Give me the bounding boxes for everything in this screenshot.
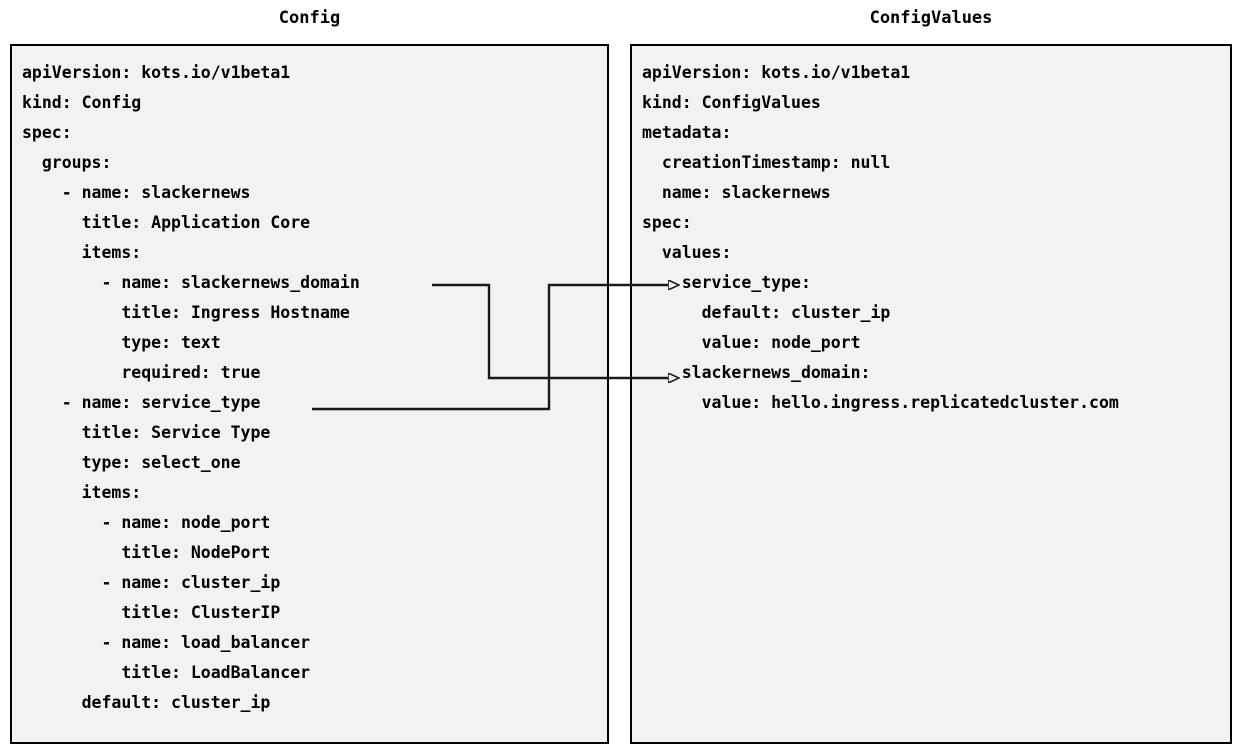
config-yaml-panel: apiVersion: kots.io/v1beta1 kind: Config…: [10, 44, 609, 744]
configvalues-yaml-code: apiVersion: kots.io/v1beta1 kind: Config…: [642, 63, 1119, 412]
column-title-configvalues: ConfigValues: [869, 8, 993, 28]
config-yaml-code: apiVersion: kots.io/v1beta1 kind: Config…: [22, 63, 360, 712]
column-title-config: Config: [278, 8, 341, 28]
configvalues-yaml-panel: apiVersion: kots.io/v1beta1 kind: Config…: [630, 44, 1232, 744]
